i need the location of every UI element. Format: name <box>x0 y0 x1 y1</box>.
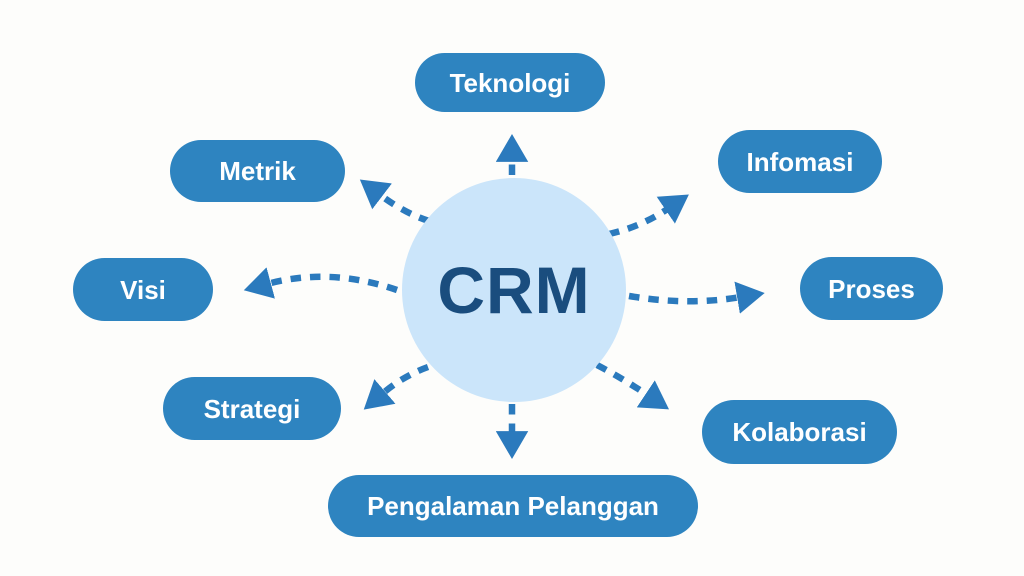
node-label: Metrik <box>219 156 296 186</box>
node-pengalaman-pelanggan: Pengalaman Pelanggan <box>328 475 698 537</box>
node-visi: Visi <box>73 258 213 321</box>
arrow-to-metrik <box>359 179 431 225</box>
node-label: Strategi <box>203 393 301 424</box>
arrow-to-proses <box>628 281 765 314</box>
node-proses: Proses <box>800 257 943 320</box>
arrow-to-strategi <box>363 363 430 410</box>
node-label: Kolaborasi <box>732 417 867 447</box>
node-label: Pengalaman Pelanggan <box>367 491 659 521</box>
arrow-to-infomasi <box>608 194 689 238</box>
node-infomasi: Infomasi <box>718 130 882 193</box>
node-metrik: Metrik <box>170 140 345 202</box>
node-label: Proses <box>828 273 915 304</box>
arrow-to-kolaborasi <box>595 362 670 410</box>
node-teknologi: Teknologi <box>415 53 605 112</box>
node-strategi: Strategi <box>163 377 341 440</box>
node-label: Visi <box>120 274 166 305</box>
node-kolaborasi: Kolaborasi <box>702 400 897 464</box>
center-node-crm: CRM <box>402 178 626 402</box>
center-node-label: CRM <box>437 253 591 327</box>
node-label: Teknologi <box>449 67 571 98</box>
node-label: Infomasi <box>746 146 854 177</box>
arrow-to-visi <box>243 267 399 299</box>
